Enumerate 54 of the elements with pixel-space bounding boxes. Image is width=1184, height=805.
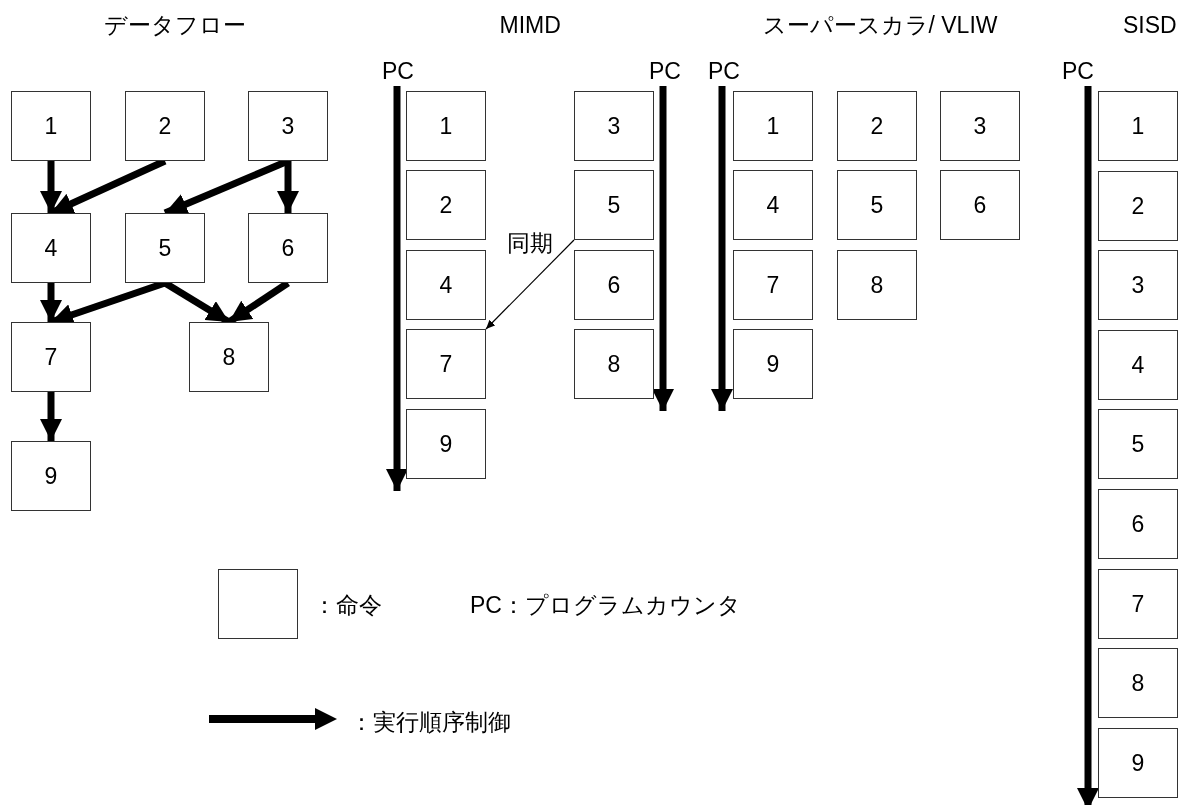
instruction-box: 4 [733, 170, 813, 240]
instruction-box: 9 [733, 329, 813, 399]
pc-label: PC [649, 57, 681, 85]
section-heading: スーパースカラ/ VLIW [762, 11, 998, 39]
arrow [40, 392, 62, 441]
instruction-box: 9 [11, 441, 91, 511]
instruction-box: 1 [11, 91, 91, 161]
instruction-box: 8 [837, 250, 917, 320]
instruction-box: 2 [1098, 171, 1178, 241]
pc-label: PC [382, 57, 414, 85]
instruction-box: 7 [11, 322, 91, 392]
instruction-box: 5 [574, 170, 654, 240]
legend-text: ：命令 [313, 591, 382, 619]
instruction-box: 7 [406, 329, 486, 399]
arrow [40, 283, 62, 322]
instruction-box: 3 [940, 91, 1020, 161]
pc-label: PC [708, 57, 740, 85]
instruction-box: 1 [1098, 91, 1178, 161]
instruction-box: 4 [406, 250, 486, 320]
instruction-box: 6 [248, 213, 328, 283]
section-heading: データフロー [104, 11, 246, 39]
instruction-box: 8 [1098, 648, 1178, 718]
instruction-box: 6 [940, 170, 1020, 240]
instruction-box: 3 [248, 91, 328, 161]
pc-label: PC [1062, 57, 1094, 85]
instruction-box: 6 [1098, 489, 1178, 559]
instruction-box: 9 [1098, 728, 1178, 798]
instruction-box: 2 [125, 91, 205, 161]
section-heading: MIMD [499, 11, 561, 39]
section-heading: SISD [1123, 11, 1177, 39]
instruction-box: 1 [733, 91, 813, 161]
instruction-box: 8 [574, 329, 654, 399]
instruction-box: 1 [406, 91, 486, 161]
instruction-box: 4 [11, 213, 91, 283]
instruction-box: 3 [574, 91, 654, 161]
instruction-box: 7 [733, 250, 813, 320]
instruction-box: 5 [1098, 409, 1178, 479]
legend-text: ：実行順序制御 [350, 708, 511, 736]
arrow [277, 161, 299, 213]
instruction-box: 2 [837, 91, 917, 161]
arrow [40, 161, 62, 213]
instruction-box: 5 [837, 170, 917, 240]
instruction-box: 4 [1098, 330, 1178, 400]
instruction-box: 5 [125, 213, 205, 283]
instruction-box: 9 [406, 409, 486, 479]
edge-label: 同期 [507, 229, 553, 257]
instruction-box: 6 [574, 250, 654, 320]
instruction-box: 3 [1098, 250, 1178, 320]
instruction-box: 8 [189, 322, 269, 392]
instruction-box: 2 [406, 170, 486, 240]
sync-arrow [485, 239, 575, 330]
legend-text: PC：プログラムカウンタ [470, 591, 741, 619]
instruction-box [218, 569, 298, 639]
instruction-box: 7 [1098, 569, 1178, 639]
